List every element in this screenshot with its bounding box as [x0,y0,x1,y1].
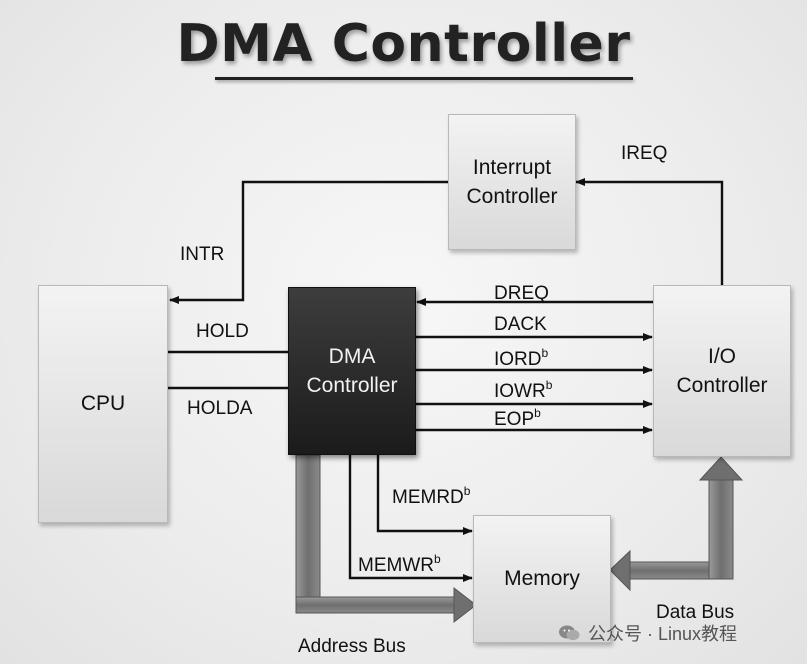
memory-box: Memory [473,515,611,643]
memwr-line [348,455,473,582]
dma-controller-label: DMA Controller [306,344,398,397]
memwr-text: MEMWR [358,555,434,576]
watermark-text: 公众号 · Linux教程 [588,624,738,644]
dma-controller-box: DMA Controller [288,287,416,455]
dack-label: DACK [494,314,547,335]
memwr-label: MEMWRb [358,552,441,577]
iord-label: IORDb [494,346,548,371]
intr-label: INTR [180,244,225,265]
dreq-label: DREQ [494,283,549,304]
memory-label: Memory [504,567,580,591]
eop-sup: b [534,406,541,420]
iowr-sup: b [545,378,553,392]
wechat-icon [559,625,580,641]
cpu-label: CPU [80,392,126,416]
watermark: 公众号 · Linux教程 [558,620,737,646]
diagram-title: DMA Controller [176,14,631,74]
memwr-sup: b [433,552,441,566]
ireq-label: IREQ [621,143,668,164]
iord-text: IORD [494,349,542,370]
memrd-label: MEMRDb [392,484,470,509]
hold-label: HOLD [196,321,249,342]
memrd-line [376,455,473,535]
memrd-sup: b [463,484,471,498]
title-underline [215,77,633,80]
holda-label: HOLDA [187,398,253,419]
intr-line [169,180,448,304]
address-bus-label: Address Bus [298,636,406,657]
interrupt-controller-box: Interrupt Controller [448,114,576,250]
eop-label: EOPb [494,406,541,431]
interrupt-controller-label: Interrupt Controller [466,155,558,208]
iowr-text: IOWR [494,381,546,402]
data-bus-label: Data Bus [656,602,735,623]
eop-text: EOP [494,409,535,430]
address-bus-arrow [295,454,477,624]
ireq-line [575,178,724,285]
cpu-box: CPU [38,285,168,523]
memrd-text: MEMRD [392,487,464,508]
data-bus-arrow [609,456,744,592]
io-controller-box: I/O Controller [653,285,791,457]
iowr-label: IOWRb [494,378,552,403]
iord-sup: b [541,346,549,360]
io-controller-label: I/O Controller [676,344,768,397]
